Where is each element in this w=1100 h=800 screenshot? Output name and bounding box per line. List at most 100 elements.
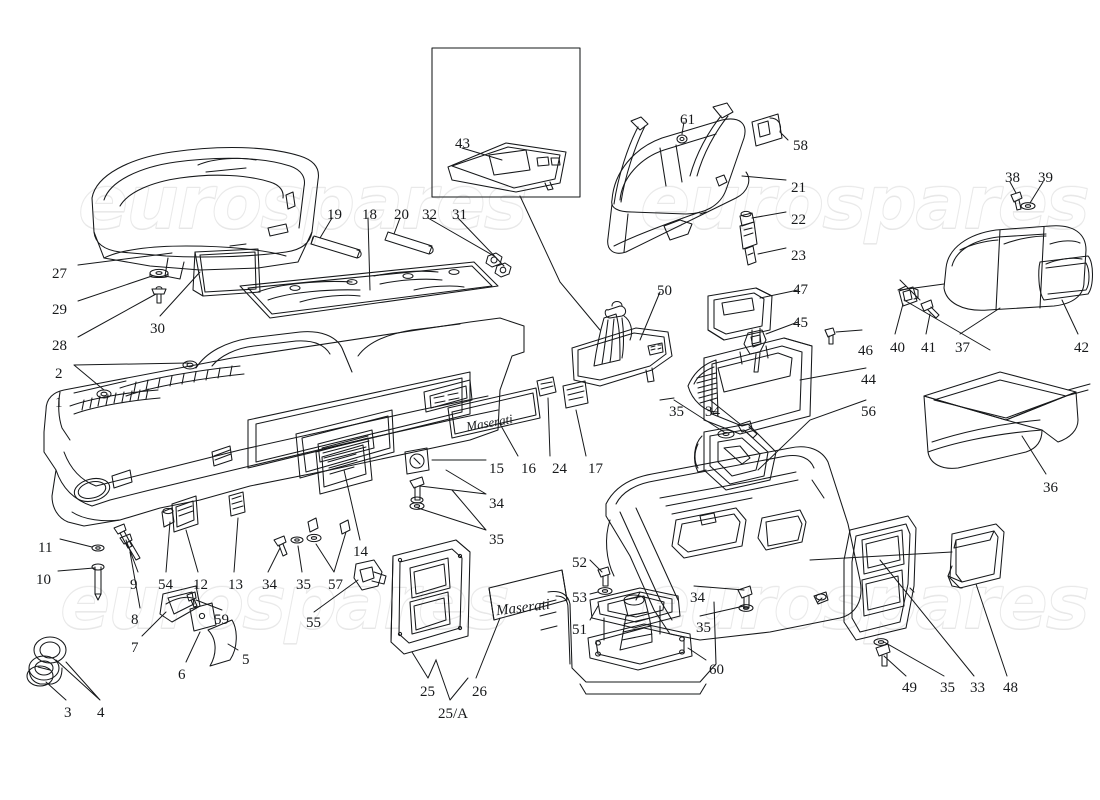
part-20-rail bbox=[384, 231, 434, 255]
callout-31: 31 bbox=[452, 207, 467, 223]
callout-43: 43 bbox=[455, 136, 470, 152]
callout-11: 11 bbox=[38, 540, 53, 556]
part-10-long-screw bbox=[91, 563, 105, 601]
callout-1: 1 bbox=[55, 395, 63, 411]
part-29-washer bbox=[149, 268, 169, 279]
part-58-clip bbox=[751, 113, 783, 147]
part-38-screw bbox=[1010, 191, 1023, 211]
callout-40: 40 bbox=[890, 340, 905, 356]
part-24-clip bbox=[536, 376, 557, 397]
callout-15: 15 bbox=[489, 461, 504, 477]
part-9-screw bbox=[113, 523, 133, 549]
callout-34d: 34 bbox=[690, 590, 705, 606]
callout-54: 54 bbox=[158, 577, 173, 593]
callout-21: 21 bbox=[791, 180, 806, 196]
fastener-34-left bbox=[273, 535, 288, 557]
part-23-key bbox=[744, 245, 757, 266]
part-61-grommet bbox=[676, 134, 688, 144]
callout-28: 28 bbox=[52, 338, 67, 354]
callout-22: 22 bbox=[791, 212, 806, 228]
callout-61: 61 bbox=[680, 112, 695, 128]
part-binnacle-cowl bbox=[91, 146, 319, 280]
part-36-glovebox bbox=[923, 371, 1091, 469]
part-43-inset-frame bbox=[431, 47, 581, 198]
callout-49: 49 bbox=[902, 680, 917, 696]
part-53-washer bbox=[597, 587, 613, 595]
callout-8: 8 bbox=[131, 612, 139, 628]
callout-35e: 35 bbox=[940, 680, 955, 696]
part-16-garnish-strip bbox=[447, 387, 541, 439]
callout-5: 5 bbox=[242, 652, 250, 668]
callout-2: 2 bbox=[55, 366, 63, 382]
callout-4: 4 bbox=[97, 705, 105, 721]
callout-26: 26 bbox=[472, 684, 487, 700]
callout-20: 20 bbox=[394, 207, 409, 223]
part-22-lock-barrel bbox=[739, 210, 758, 250]
part-17-vent-bezel bbox=[562, 380, 589, 409]
callout-10: 10 bbox=[36, 572, 51, 588]
callout-35a: 35 bbox=[296, 577, 311, 593]
part-15-lock bbox=[404, 447, 430, 475]
part-42-armrest-lid bbox=[1038, 255, 1094, 301]
callout-34b: 34 bbox=[489, 496, 504, 512]
callout-51: 51 bbox=[572, 622, 587, 638]
fastener-35-console-c bbox=[738, 604, 754, 612]
part-14-hvac-bezel bbox=[315, 437, 373, 495]
callout-53: 53 bbox=[572, 590, 587, 606]
part-7-trim bbox=[159, 585, 201, 623]
part-44-console-box bbox=[687, 337, 813, 435]
part-tunnel-carpet bbox=[539, 591, 717, 695]
callout-38: 38 bbox=[1005, 170, 1020, 186]
part-25-radio-frame bbox=[390, 539, 471, 655]
callout-39: 39 bbox=[1038, 170, 1053, 186]
fastener-57-left bbox=[306, 517, 351, 543]
callout-34a: 34 bbox=[262, 577, 277, 593]
callout-50: 50 bbox=[657, 283, 672, 299]
part-1-dashboard bbox=[43, 317, 525, 527]
callout-59: 59 bbox=[214, 612, 229, 628]
callout-6: 6 bbox=[178, 667, 186, 683]
part-19-rail bbox=[310, 235, 362, 259]
callout-46: 46 bbox=[858, 343, 873, 359]
callout-41: 41 bbox=[921, 340, 936, 356]
callout-55: 55 bbox=[306, 615, 321, 631]
part-21-sunvisor bbox=[607, 102, 750, 254]
part-43-trim-plate bbox=[447, 142, 567, 193]
part-11-washer bbox=[91, 544, 105, 552]
part-30-vent-panel bbox=[192, 248, 261, 297]
callout-14: 14 bbox=[353, 544, 368, 560]
part-50-boot bbox=[593, 300, 633, 367]
part-60-lower-frame bbox=[587, 605, 693, 671]
part-37-armrest bbox=[943, 225, 1087, 311]
fastener-35-left bbox=[290, 536, 304, 544]
part-46-screw bbox=[824, 327, 836, 345]
part-26-name-plate bbox=[488, 569, 568, 621]
part-48-rear-box bbox=[947, 523, 1005, 589]
callout-37: 37 bbox=[955, 340, 970, 356]
callout-48: 48 bbox=[1003, 680, 1018, 696]
part-12-side-vent bbox=[171, 495, 199, 533]
part-52-screw bbox=[597, 566, 611, 587]
callout-29: 29 bbox=[52, 302, 67, 318]
callout-30: 30 bbox=[150, 321, 165, 337]
callout-45: 45 bbox=[793, 315, 808, 331]
callout-12: 12 bbox=[193, 577, 208, 593]
callout-52: 52 bbox=[572, 555, 587, 571]
callout-3: 3 bbox=[64, 705, 72, 721]
callout-24: 24 bbox=[552, 461, 567, 477]
callout-25: 25 bbox=[420, 684, 435, 700]
callout-32: 32 bbox=[422, 207, 437, 223]
part-59-screw bbox=[186, 591, 198, 608]
part-gear-lever-gaiter bbox=[619, 594, 653, 651]
callout-18: 18 bbox=[362, 207, 377, 223]
part-18-upper-trim bbox=[239, 261, 499, 319]
callout-27: 27 bbox=[52, 266, 67, 282]
callout-17: 17 bbox=[588, 461, 603, 477]
callout-47: 47 bbox=[793, 282, 808, 298]
callout-57: 57 bbox=[328, 577, 343, 593]
callout-16: 16 bbox=[521, 461, 536, 477]
callout-25/A: 25/A bbox=[438, 706, 468, 722]
part-5-trim bbox=[207, 619, 237, 667]
